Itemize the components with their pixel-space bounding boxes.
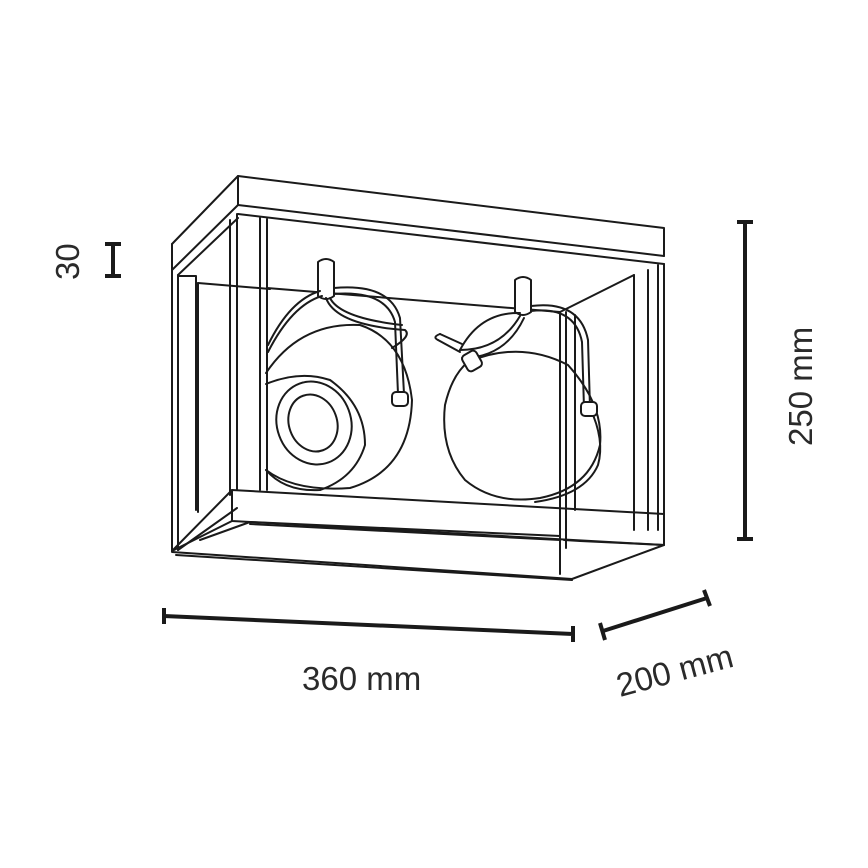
frame-thickness-label: 30 xyxy=(49,243,86,280)
width-dimension xyxy=(162,608,575,642)
height-dimension xyxy=(737,220,753,541)
depth-dimension xyxy=(598,589,712,641)
height-label: 250 mm xyxy=(782,327,819,446)
width-label: 360 mm xyxy=(302,660,421,697)
lamp-frame xyxy=(171,175,665,581)
right-spotlight xyxy=(434,276,602,503)
left-spotlight xyxy=(265,258,413,492)
frame-thickness-dimension xyxy=(105,242,121,278)
depth-label: 200 mm xyxy=(612,637,737,704)
